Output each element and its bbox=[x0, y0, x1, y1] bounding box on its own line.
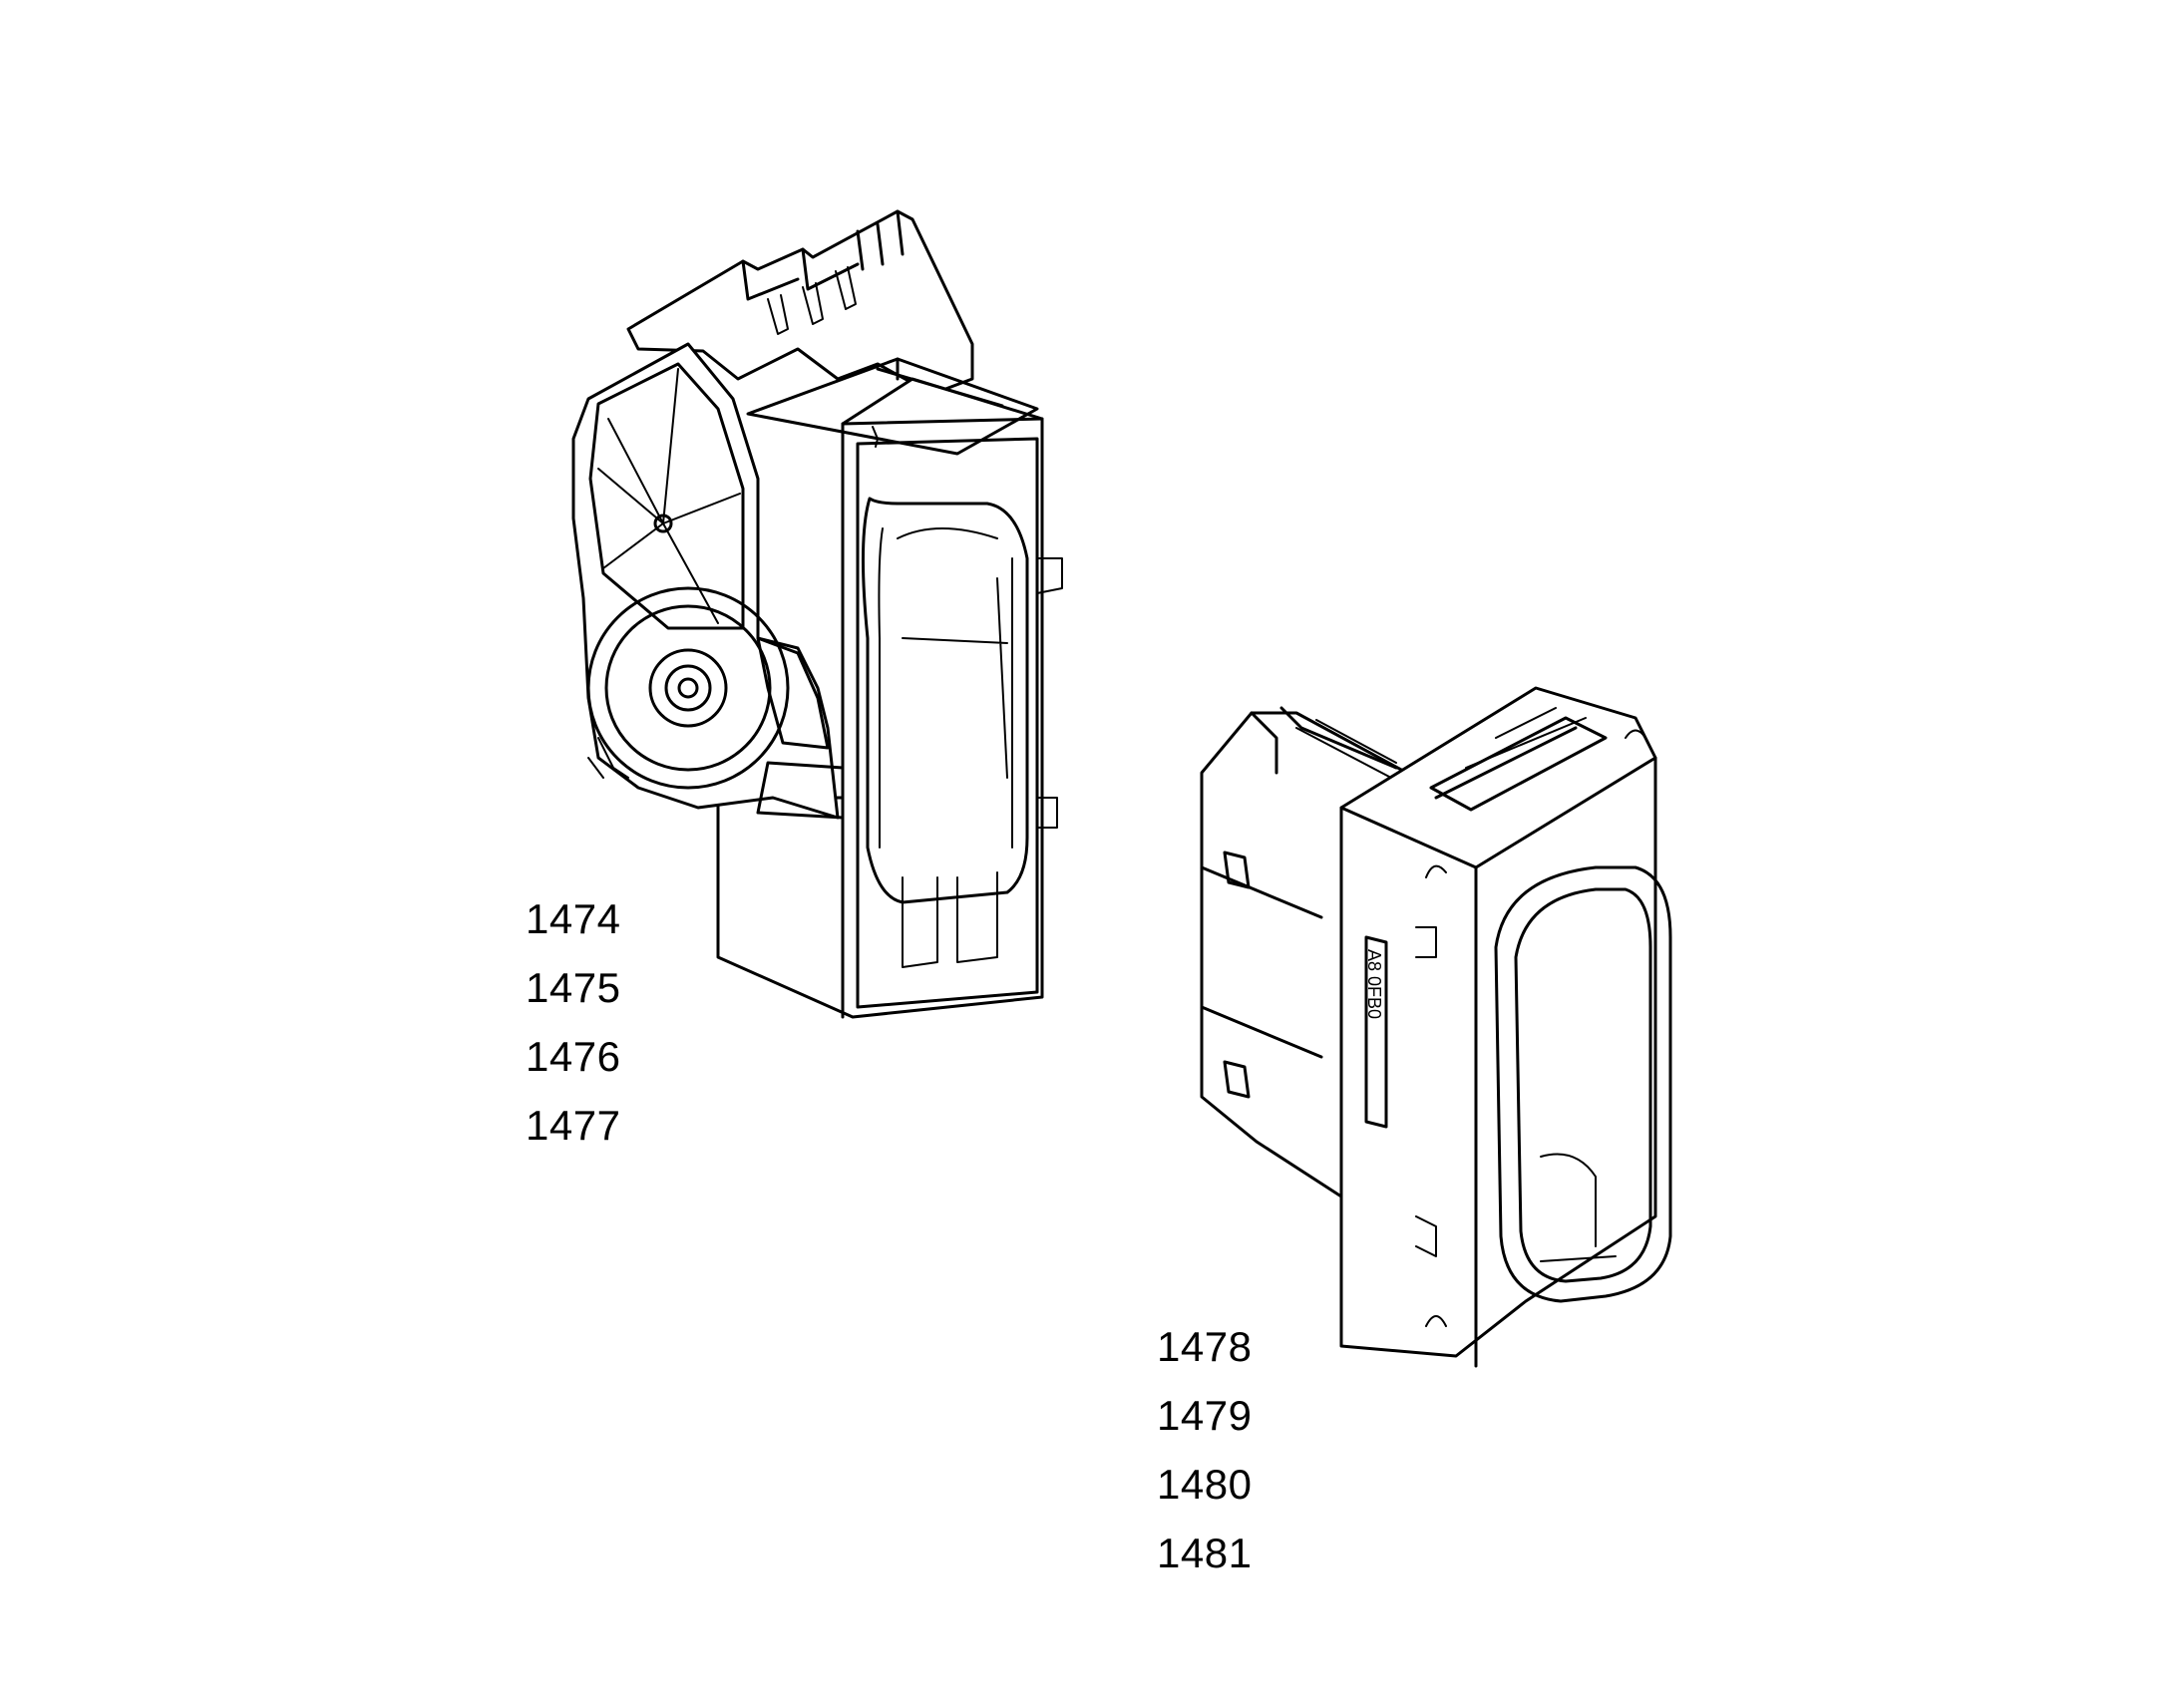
part-number-label: 1478 bbox=[1157, 1323, 1253, 1370]
right-part-number-list: 1478 1479 1480 1481 bbox=[1157, 1323, 1252, 1598]
part-number-label: 1477 bbox=[526, 1102, 621, 1149]
left-part-drawing bbox=[571, 209, 1063, 1019]
left-part-number-list: 1474 1475 1476 1477 bbox=[526, 895, 620, 1171]
part-number-label: 1476 bbox=[526, 1033, 621, 1080]
part-number-label: 1475 bbox=[526, 964, 621, 1011]
housing-marking-text: A8 0FB0 bbox=[1364, 949, 1384, 1019]
part-number-label: 1474 bbox=[526, 895, 621, 942]
right-part-drawing bbox=[1200, 686, 1672, 1368]
part-number-label: 1479 bbox=[1157, 1392, 1253, 1439]
part-number-label: 1480 bbox=[1157, 1461, 1253, 1508]
part-number-label: 1481 bbox=[1157, 1530, 1253, 1576]
